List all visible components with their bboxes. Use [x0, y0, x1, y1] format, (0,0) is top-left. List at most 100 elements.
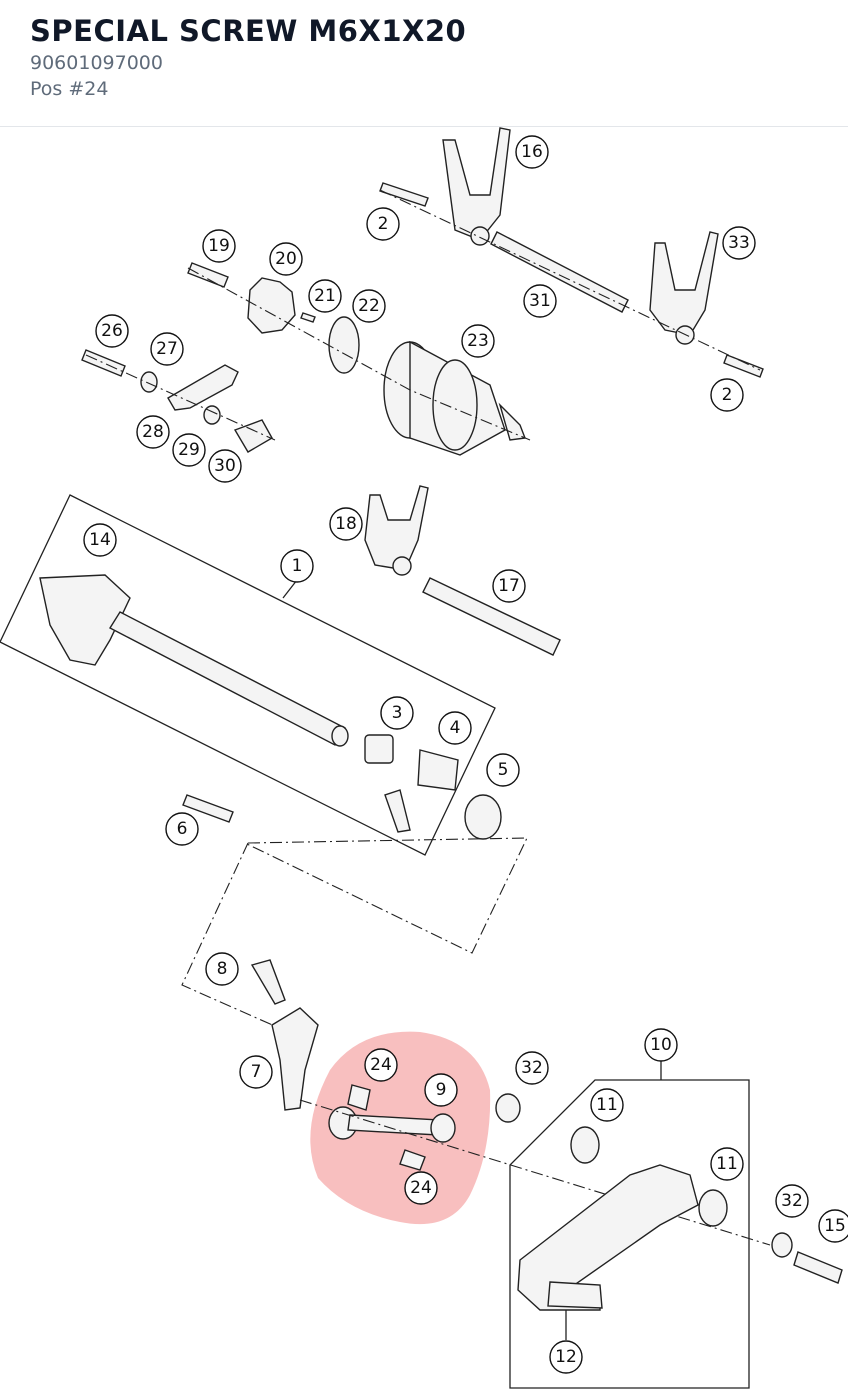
callout-19: 19	[202, 229, 236, 263]
svg-text:16: 16	[521, 142, 543, 162]
spring-30	[233, 419, 273, 453]
callout-7: 7	[239, 1055, 273, 1089]
svg-text:20: 20	[275, 249, 297, 269]
callout-16: 16	[515, 135, 549, 169]
callout-32-a: 32	[515, 1051, 549, 1085]
svg-text:30: 30	[214, 456, 236, 476]
svg-text:27: 27	[156, 339, 178, 359]
svg-text:24: 24	[410, 1178, 432, 1198]
svg-text:32: 32	[781, 1191, 803, 1211]
callout-10: 10	[644, 1028, 678, 1062]
callout-22: 22	[352, 289, 386, 323]
svg-text:14: 14	[89, 530, 111, 550]
svg-text:29: 29	[178, 440, 200, 460]
star-20	[247, 277, 296, 334]
part-position: Pos #24	[30, 78, 109, 100]
part-number: 90601097000	[30, 52, 163, 74]
svg-text:24: 24	[370, 1055, 392, 1075]
part-header: SPECIAL SCREW M6X1X20 90601097000 Pos #2…	[0, 0, 848, 127]
spring-4	[384, 749, 459, 833]
svg-text:3: 3	[392, 703, 403, 723]
dashed-frame	[181, 837, 528, 1036]
shift-shaft-1	[39, 574, 349, 747]
rod-17	[422, 577, 561, 656]
callout-5: 5	[486, 753, 520, 787]
callout-31: 31	[523, 284, 557, 318]
svg-text:9: 9	[436, 1080, 447, 1100]
svg-text:23: 23	[467, 331, 489, 351]
svg-text:33: 33	[728, 233, 750, 253]
svg-text:19: 19	[208, 236, 230, 256]
shift-lever-arm	[517, 1164, 699, 1311]
svg-text:7: 7	[251, 1062, 262, 1082]
bushing-3	[364, 734, 394, 764]
svg-text:31: 31	[529, 291, 551, 311]
bolt-8	[250, 959, 286, 1005]
callout-23: 23	[461, 324, 495, 358]
bearing-11a	[570, 1126, 600, 1164]
svg-text:15: 15	[824, 1216, 846, 1236]
callout-2-right: 2	[710, 378, 744, 412]
svg-text:6: 6	[177, 819, 188, 839]
assembly-box-1	[0, 494, 496, 856]
callout-26: 26	[95, 314, 129, 348]
callout-17: 17	[492, 569, 526, 603]
spring-2-top	[379, 182, 429, 207]
part-title: SPECIAL SCREW M6X1X20	[30, 14, 467, 48]
bolt-15	[793, 1251, 843, 1284]
washer-32a	[495, 1093, 521, 1123]
callout-3: 3	[380, 696, 414, 730]
washer-32b	[771, 1232, 793, 1258]
lever-tip	[547, 1281, 603, 1309]
callout-8: 8	[205, 952, 239, 986]
shift-fork-16	[442, 127, 511, 246]
svg-text:11: 11	[716, 1154, 738, 1174]
callout-33: 33	[722, 226, 756, 260]
pin-21	[300, 312, 316, 323]
callout-1: 1	[280, 549, 314, 583]
callout-15: 15	[818, 1209, 848, 1243]
svg-text:18: 18	[335, 514, 357, 534]
callout-24-bottom: 24	[404, 1171, 438, 1205]
washer-29	[203, 405, 221, 425]
shift-rod-31	[490, 231, 629, 313]
lever-7	[271, 1007, 319, 1111]
washer-5	[464, 794, 502, 840]
callout-12: 12	[549, 1340, 583, 1374]
svg-text:10: 10	[650, 1035, 672, 1055]
spring-2-right	[723, 354, 764, 378]
screw-19	[187, 262, 229, 288]
svg-text:17: 17	[498, 576, 520, 596]
callout-11-a: 11	[590, 1088, 624, 1122]
svg-text:26: 26	[101, 321, 123, 341]
svg-text:32: 32	[521, 1058, 543, 1078]
svg-text:12: 12	[555, 1347, 577, 1367]
svg-text:28: 28	[142, 422, 164, 442]
callout-30: 30	[208, 449, 242, 483]
callout-9: 9	[424, 1073, 458, 1107]
svg-text:2: 2	[378, 214, 389, 234]
callout-11-b: 11	[710, 1147, 744, 1181]
bearing-11b	[698, 1189, 728, 1227]
callout-28: 28	[136, 415, 170, 449]
callout-18: 18	[329, 507, 363, 541]
screw-24-bottom	[399, 1149, 426, 1171]
callout-14: 14	[83, 523, 117, 557]
link-rod-9	[328, 1106, 456, 1143]
screw-24-top	[347, 1084, 371, 1111]
callout-32-b: 32	[775, 1184, 809, 1218]
svg-text:4: 4	[450, 718, 461, 738]
assembly-box-10	[509, 1079, 750, 1389]
exploded-parts-diagram: 1 2 2 3 4 5 6 7 8 9 10 11 11 12 14 15 16…	[0, 127, 848, 1389]
callout-2-top: 2	[366, 207, 400, 241]
fork-18	[364, 485, 429, 576]
callout-24-top: 24	[364, 1048, 398, 1082]
shift-fork-33	[649, 231, 719, 345]
bearing-22	[328, 316, 360, 374]
screw-26	[81, 349, 126, 377]
callout-20: 20	[269, 242, 303, 276]
svg-text:22: 22	[358, 296, 380, 316]
washer-27	[140, 371, 158, 393]
svg-text:2: 2	[722, 385, 733, 405]
callout-21: 21	[308, 279, 342, 313]
